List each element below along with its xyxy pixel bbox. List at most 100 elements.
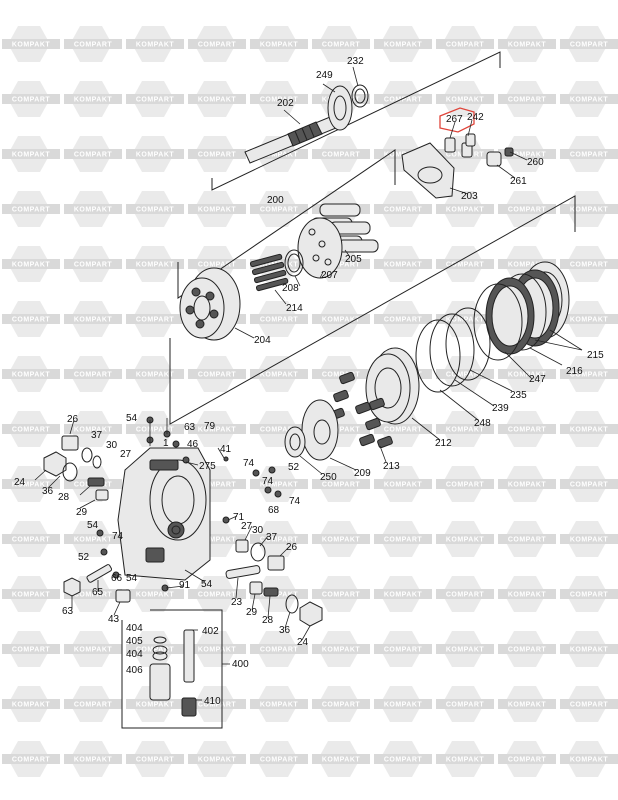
watermark-brand-text: COMPART (136, 757, 175, 764)
watermark-tile: KOMPAKT (64, 411, 122, 447)
watermark-brand-text: KOMPAKT (446, 537, 485, 544)
watermark-brand-text: COMPART (260, 97, 299, 104)
watermark-brand-text: COMPART (508, 427, 547, 434)
watermark-brand-text: COMPART (384, 97, 423, 104)
watermark-brand-text: COMPART (74, 592, 113, 599)
watermark-tile: COMPART (560, 136, 618, 172)
watermark-tile: COMPART (2, 191, 60, 227)
watermark-brand-text: KOMPAKT (508, 372, 547, 379)
watermark-tile: COMPART (436, 246, 494, 282)
label-74-b: 74 (262, 476, 274, 487)
watermark-tile: KOMPAKT (126, 246, 184, 282)
label-232: 232 (347, 56, 364, 67)
watermark-tile: KOMPAKT (188, 191, 246, 227)
watermark-brand-text: KOMPAKT (322, 317, 361, 324)
watermark-brand-text: COMPART (74, 702, 113, 709)
watermark-brand-text: KOMPAKT (136, 592, 175, 599)
watermark-brand-text: KOMPAKT (570, 207, 609, 214)
watermark-brand-text: KOMPAKT (446, 647, 485, 654)
label-36-left: 36 (42, 486, 54, 497)
watermark-brand-text: COMPART (446, 482, 485, 489)
watermark-tile: KOMPAKT (312, 301, 370, 337)
label-36-right: 36 (279, 625, 291, 636)
watermark-tile: COMPART (250, 631, 308, 667)
watermark-brand-text: KOMPAKT (74, 427, 113, 434)
watermark-tile: KOMPAKT (2, 246, 60, 282)
watermark-tile: COMPART (188, 136, 246, 172)
watermark-tile: COMPART (126, 741, 184, 777)
part-250-bearing (284, 426, 306, 458)
watermark-brand-text: KOMPAKT (322, 647, 361, 654)
label-404-a: 404 (126, 623, 143, 634)
watermark-brand-text: COMPART (12, 97, 51, 104)
watermark-tile: COMPART (2, 81, 60, 117)
watermark-brand-text: KOMPAKT (508, 262, 547, 269)
watermark-brand-text: COMPART (508, 207, 547, 214)
part-30-ring-right (250, 542, 266, 562)
watermark-tile: KOMPAKT (250, 686, 308, 722)
watermark-brand-text: KOMPAKT (260, 592, 299, 599)
watermark-tile: COMPART (374, 521, 432, 557)
watermark-brand-text: KOMPAKT (384, 592, 423, 599)
watermark-tile: KOMPAKT (436, 411, 494, 447)
watermark-brand-text: KOMPAKT (74, 317, 113, 324)
watermark-brand-text: COMPART (384, 537, 423, 544)
watermark-brand-text: KOMPAKT (322, 757, 361, 764)
label-46: 46 (187, 439, 199, 450)
watermark-tile: KOMPAKT (188, 631, 246, 667)
label-267: 267 (446, 114, 463, 125)
watermark-brand-text: COMPART (322, 152, 361, 159)
watermark-tile: COMPART (374, 741, 432, 777)
watermark-brand-text: COMPART (570, 482, 609, 489)
watermark-tile: COMPART (498, 741, 556, 777)
watermark-brand-text: KOMPAKT (570, 97, 609, 104)
watermark-brand-text: KOMPAKT (260, 152, 299, 159)
watermark-tile: COMPART (560, 356, 618, 392)
label-410: 410 (204, 696, 221, 707)
watermark-brand-text: COMPART (136, 97, 175, 104)
watermark-brand-text: COMPART (136, 647, 175, 654)
part-232-ring (351, 84, 369, 108)
label-30-right: 30 (252, 525, 264, 536)
label-29-left: 29 (76, 507, 88, 518)
part-43-plug (115, 589, 131, 603)
watermark-brand-text: COMPART (198, 262, 237, 269)
watermark-tile: COMPART (2, 521, 60, 557)
watermark-brand-text: COMPART (322, 42, 361, 49)
watermark-brand-text: COMPART (74, 372, 113, 379)
watermark-brand-text: KOMPAKT (198, 757, 237, 764)
watermark-brand-text: COMPART (198, 482, 237, 489)
label-54-left: 54 (87, 520, 99, 531)
part-207-retainer-plate (297, 217, 343, 279)
watermark-tile: COMPART (312, 26, 370, 62)
watermark-brand-text: KOMPAKT (136, 702, 175, 709)
watermark-tile: KOMPAKT (312, 631, 370, 667)
watermark-brand-text: KOMPAKT (446, 207, 485, 214)
watermark-brand-text: KOMPAKT (260, 372, 299, 379)
watermark-brand-text: COMPART (12, 207, 51, 214)
watermark-tile: COMPART (188, 576, 246, 612)
watermark-brand-text: KOMPAKT (570, 317, 609, 324)
watermark-brand-text: KOMPAKT (74, 757, 113, 764)
watermark-tile: COMPART (374, 301, 432, 337)
part-63-plug (63, 577, 81, 597)
label-54-lower: 54 (126, 573, 138, 584)
watermark-tile: KOMPAKT (498, 576, 556, 612)
label-213: 213 (383, 461, 400, 472)
watermark-brand-text: COMPART (136, 317, 175, 324)
part-24-plug-right (299, 601, 323, 627)
leader-lines (34, 66, 583, 701)
watermark-brand-text: COMPART (384, 207, 423, 214)
watermark-tile: KOMPAKT (560, 631, 618, 667)
watermark-brand-text: COMPART (322, 262, 361, 269)
watermark-tile: COMPART (126, 411, 184, 447)
watermark-tile: KOMPAKT (312, 521, 370, 557)
watermark-tile: COMPART (312, 686, 370, 722)
label-400: 400 (232, 659, 249, 670)
label-30-left: 30 (106, 440, 118, 451)
watermark-tile: KOMPAKT (64, 301, 122, 337)
watermark-tile: KOMPAKT (2, 686, 60, 722)
label-28-left: 28 (58, 492, 70, 503)
watermark-tile: KOMPAKT (374, 246, 432, 282)
part-202-shaft (244, 116, 337, 164)
